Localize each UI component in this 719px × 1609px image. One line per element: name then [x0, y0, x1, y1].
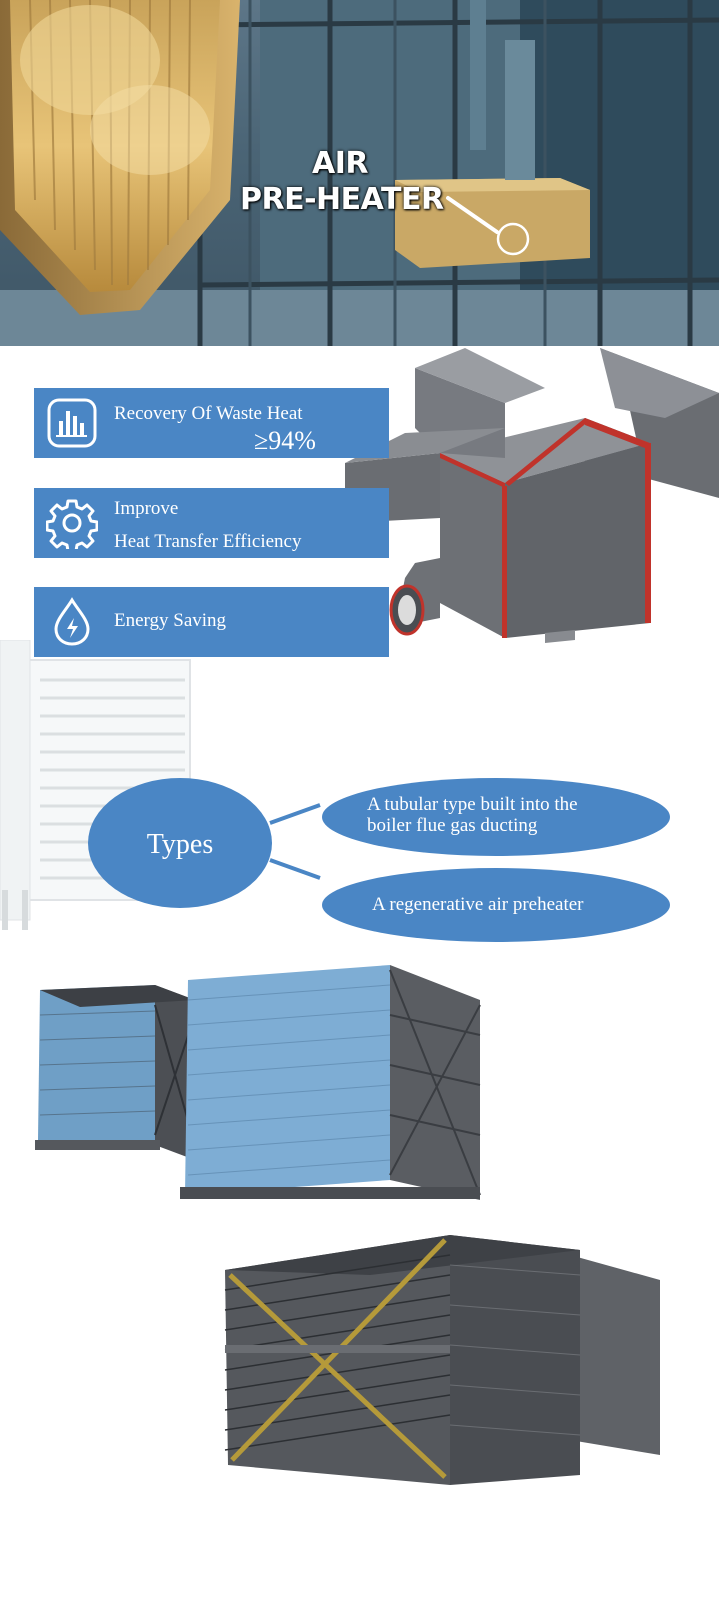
type-bubble-tubular: A tubular type built into the boiler flu…	[322, 778, 670, 856]
hero-label-line2: PRE-HEATER	[240, 182, 444, 217]
types-title: Types	[146, 829, 214, 860]
bar-chart-icon	[46, 397, 98, 449]
feature-bar-waste-heat: Recovery Of Waste Heat ≥94%	[34, 388, 389, 458]
product-photo-dark-fin-modules	[224, 1235, 660, 1485]
hero-image: AIR PRE-HEATER	[0, 0, 719, 346]
type-line1: A tubular type built into the	[367, 794, 578, 815]
feature-line1: Recovery Of Waste Heat	[114, 403, 303, 424]
types-title-bubble: Types	[88, 778, 272, 908]
feature-bar-heat-transfer: Improve Heat Transfer Efficiency	[34, 488, 389, 558]
energy-drop-icon	[46, 596, 98, 648]
type-bubble-regenerative: A regenerative air preheater	[322, 868, 670, 942]
type-line2: boiler flue gas ducting	[367, 815, 538, 836]
feature-line2: Heat Transfer Efficiency	[114, 531, 302, 552]
gear-icon	[45, 497, 99, 553]
feature-bar-energy-saving: Energy Saving	[34, 587, 389, 657]
type-line1: A regenerative air preheater	[372, 894, 584, 915]
feature-line1: Energy Saving	[114, 610, 227, 631]
hero-label-line1: AIR	[312, 146, 368, 181]
duct-preheater-illustration	[345, 348, 719, 643]
boiler-scene-illustration	[0, 0, 719, 346]
feature-line2: ≥94%	[254, 426, 316, 455]
product-photo-blue-fin-modules	[35, 965, 481, 1200]
feature-line1: Improve	[114, 498, 179, 519]
connector-lines	[269, 803, 321, 880]
